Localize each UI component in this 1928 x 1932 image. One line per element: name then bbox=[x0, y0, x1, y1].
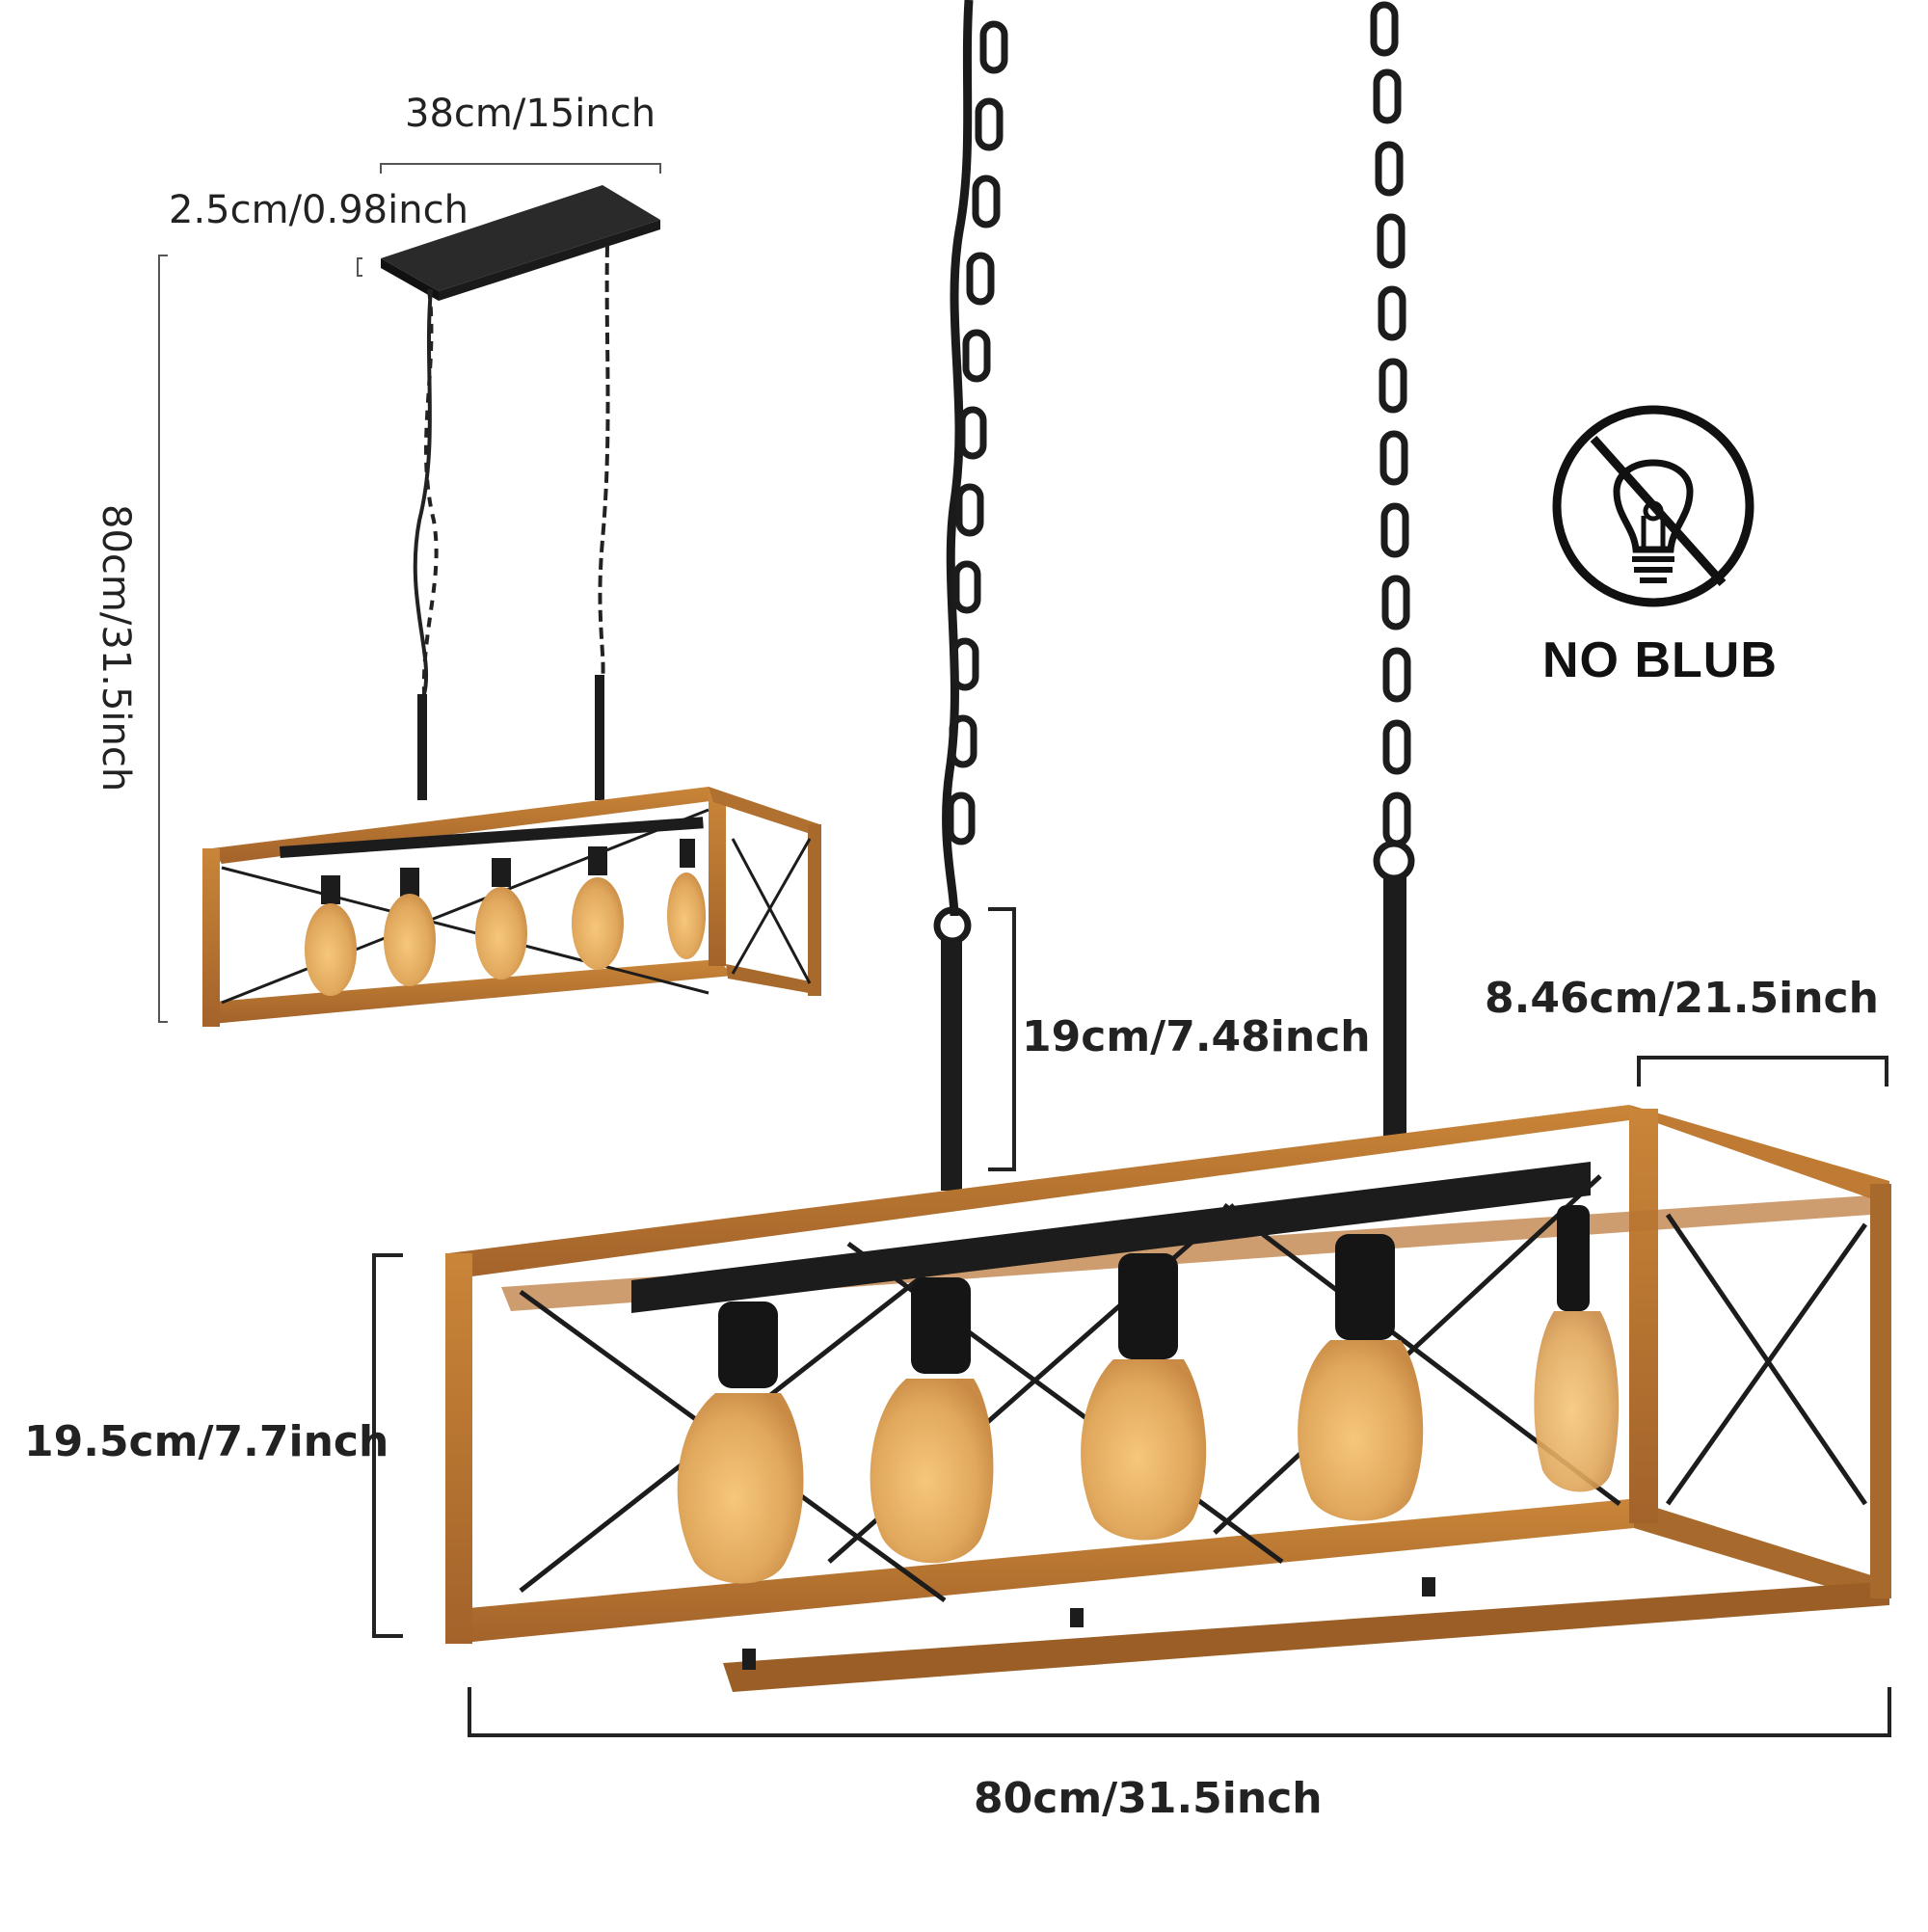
small-bulb-5 bbox=[667, 839, 706, 959]
large-chain-links-right bbox=[1370, 1, 1415, 882]
no-bulb-icon bbox=[1552, 405, 1754, 607]
fixture-length-line bbox=[468, 1687, 1891, 1737]
large-dimension-lines bbox=[372, 907, 1891, 1737]
large-bulb-2 bbox=[870, 1277, 994, 1564]
total-height-label: 80cm/31.5inch bbox=[94, 504, 138, 792]
total-height-line bbox=[158, 255, 168, 1023]
small-bulb-4 bbox=[572, 846, 624, 970]
canopy-height-label: 2.5cm/0.98inch bbox=[169, 188, 469, 232]
small-frame bbox=[202, 787, 821, 1027]
fixture-height-label: 19.5cm/7.7inch bbox=[24, 1417, 389, 1466]
mounting-brackets bbox=[742, 1577, 1435, 1670]
small-dimension-lines bbox=[158, 163, 661, 1023]
small-bulb-1 bbox=[305, 875, 357, 996]
large-frame bbox=[445, 1105, 1891, 1692]
canopy-width-label: 38cm/15inch bbox=[405, 92, 656, 136]
rod-length-line bbox=[988, 907, 1016, 1171]
large-bulb-4 bbox=[1298, 1234, 1424, 1521]
large-chain-links-left bbox=[933, 20, 1008, 945]
rod-length-label: 19cm/7.48inch bbox=[1022, 1012, 1371, 1061]
canopy-plate bbox=[381, 185, 660, 291]
rod-right bbox=[1383, 877, 1406, 1147]
fixture-length-label: 80cm/31.5inch bbox=[974, 1774, 1323, 1823]
large-chain-left bbox=[942, 0, 974, 917]
small-bulb-3 bbox=[475, 858, 527, 979]
small-bulb-2 bbox=[384, 868, 436, 986]
small-fixture bbox=[202, 185, 821, 1027]
large-bulb-5 bbox=[1534, 1205, 1620, 1492]
fixture-depth-label: 8.46cm/21.5inch bbox=[1485, 974, 1879, 1023]
fixture-height-line bbox=[372, 1253, 403, 1638]
bulb-bar bbox=[631, 1162, 1591, 1313]
canopy-width-line bbox=[380, 163, 661, 174]
large-bulb-1 bbox=[677, 1301, 804, 1584]
fixture-depth-line bbox=[1637, 1056, 1888, 1087]
small-chains bbox=[413, 245, 610, 695]
small-bulbs bbox=[305, 839, 706, 996]
large-bulbs bbox=[677, 1205, 1620, 1584]
large-fixture bbox=[445, 0, 1891, 1692]
rod-left bbox=[941, 940, 962, 1191]
no-bulb-label: NO BLUB bbox=[1542, 632, 1778, 688]
large-bulb-3 bbox=[1081, 1253, 1207, 1541]
canopy-height-line bbox=[357, 257, 362, 277]
